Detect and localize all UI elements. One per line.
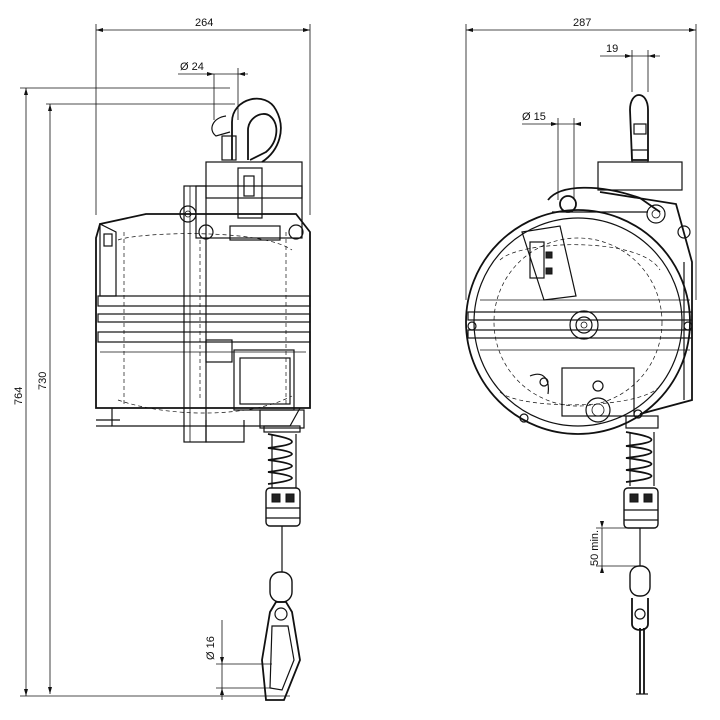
dim-eye-diameter: Ø 16 xyxy=(205,636,217,660)
dim-hook-diameter: Ø 24 xyxy=(180,61,204,73)
dim-overall-height: 764 xyxy=(13,387,25,405)
dim-min-travel: 50 min. xyxy=(589,530,601,566)
right-front-view xyxy=(465,94,693,695)
left-side-view xyxy=(95,97,311,701)
dim-left-width: 264 xyxy=(195,17,213,29)
right-view-dimensions: 287 19 Ø 15 50 min. xyxy=(465,17,697,573)
dim-top-width: 19 xyxy=(606,43,618,55)
left-view-dimensions: 264 Ø 24 764 730 Ø 16 xyxy=(13,17,311,700)
dim-cable-diameter: Ø 15 xyxy=(522,111,546,123)
dim-right-width: 287 xyxy=(573,17,591,29)
dim-body-height: 730 xyxy=(37,372,49,390)
